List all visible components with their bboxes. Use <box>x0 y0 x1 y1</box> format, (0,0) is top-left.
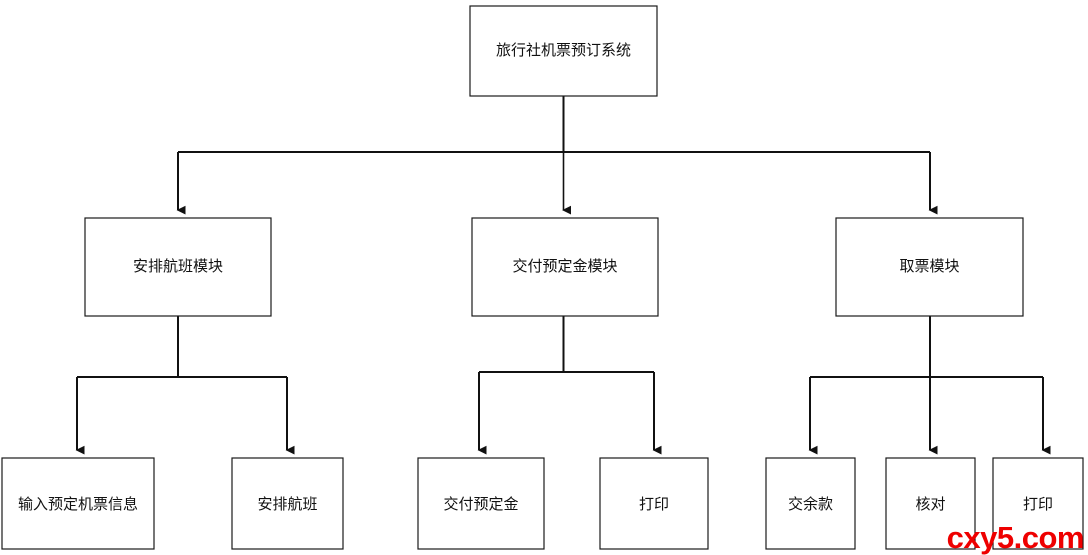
connector-layer <box>75 96 1051 455</box>
node-leaf-5[interactable]: 交余款 <box>765 457 856 550</box>
node-module-3[interactable]: 取票模块 <box>835 217 1024 317</box>
node-module-1-box[interactable] <box>84 217 272 317</box>
node-leaf-6-box[interactable] <box>885 457 976 550</box>
node-leaf-3-label: 交付预定金 <box>443 495 518 513</box>
node-leaf-5-box[interactable] <box>765 457 856 550</box>
node-leaf-7[interactable]: 打印 <box>992 457 1084 550</box>
node-leaf-6[interactable]: 核对 <box>885 457 976 550</box>
node-leaf-1-label: 输入预定机票信息 <box>18 496 138 513</box>
node-leaf-1[interactable]: 输入预定机票信息 <box>1 457 155 550</box>
node-module-2-label: 交付预定金模块 <box>512 257 617 275</box>
node-leaf-1-box[interactable] <box>1 457 155 550</box>
node-leaf-4-label: 打印 <box>639 496 669 513</box>
node-leaf-6-label: 核对 <box>915 496 945 513</box>
node-leaf-3-box[interactable] <box>417 457 545 550</box>
node-leaf-4-box[interactable] <box>599 457 709 550</box>
node-module-1-label: 安排航班模块 <box>133 258 223 275</box>
node-leaf-7-box[interactable] <box>992 457 1084 550</box>
node-module-1[interactable]: 安排航班模块 <box>84 217 272 317</box>
node-leaf-2-label: 安排航班 <box>257 496 317 513</box>
node-module-2-box[interactable] <box>471 217 659 317</box>
node-module-2[interactable]: 交付预定金模块 <box>471 217 659 317</box>
node-root-label: 旅行社机票预订系统 <box>496 42 631 59</box>
node-leaf-2-box[interactable] <box>231 457 344 550</box>
node-leaf-2[interactable]: 安排航班 <box>231 457 344 550</box>
node-leaf-7-label: 打印 <box>1023 496 1053 513</box>
node-leaf-4[interactable]: 打印 <box>599 457 709 550</box>
node-root-box[interactable] <box>469 5 658 97</box>
node-module-3-box[interactable] <box>835 217 1024 317</box>
node-leaf-3[interactable]: 交付预定金 <box>417 457 545 550</box>
node-leaf-5-label: 交余款 <box>788 495 833 513</box>
watermark-text: cxy5.com <box>946 520 1085 555</box>
node-module-3-label: 取票模块 <box>899 258 959 275</box>
node-root[interactable]: 旅行社机票预订系统 <box>469 5 658 97</box>
